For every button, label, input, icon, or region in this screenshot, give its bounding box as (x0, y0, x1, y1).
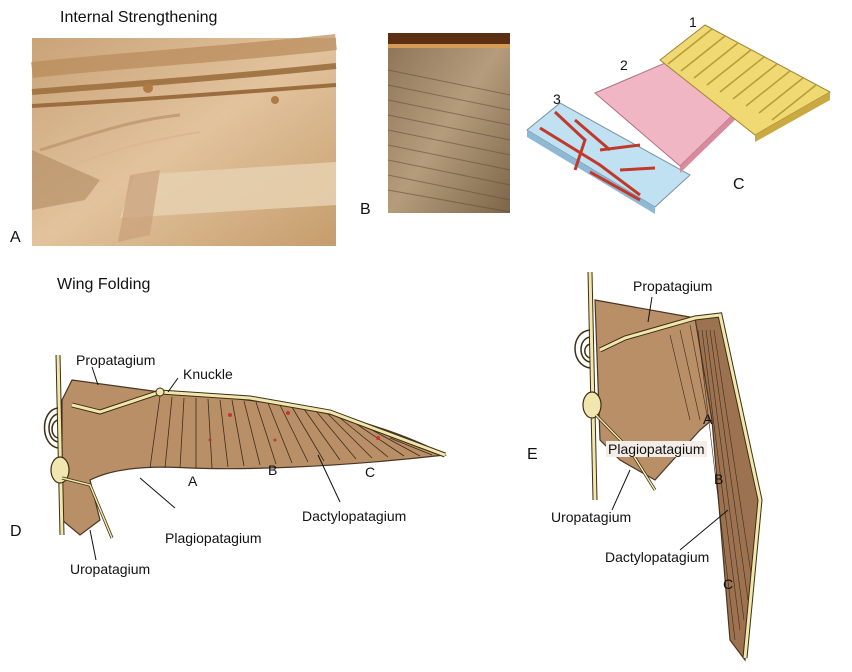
internal-strengthening-title: Internal Strengthening (60, 9, 218, 26)
wing-e-point-c: C (723, 576, 734, 592)
wing-d-point-b: B (268, 462, 278, 478)
layer-label-2: 2 (620, 57, 628, 73)
panel-label-a: A (10, 229, 21, 246)
wing-d-uropatagium-label: Uropatagium (70, 561, 151, 577)
wing-e-point-b: B (714, 471, 724, 487)
wing-e-plagiopatagium-label: Plagiopatagium (606, 441, 707, 457)
wing-e-point-a: A (703, 411, 713, 427)
wing-d-knuckle-label: Knuckle (183, 366, 233, 382)
layer-label-1: 1 (689, 14, 697, 30)
wing-d-point-c: C (365, 464, 376, 480)
panel-label-c: C (733, 176, 745, 193)
wing-d-propatagium-label: Propatagium (76, 352, 156, 368)
panel-label-e: E (527, 446, 538, 463)
wing-d-point-a: A (188, 473, 198, 489)
wing-e-propatagium-label: Propatagium (633, 278, 713, 294)
panel-label-b: B (360, 201, 371, 218)
wing-d-plagiopatagium-label: Plagiopatagium (165, 530, 262, 546)
layer-label-3: 3 (553, 91, 561, 107)
panel-label-d: D (10, 523, 22, 540)
wing-d-dactylopatagium-label: Dactylopatagium (302, 508, 407, 524)
wing-folding-title: Wing Folding (57, 276, 151, 293)
wing-e-dactylopatagium-label: Dactylopatagium (605, 549, 710, 565)
wing-e-uropatagium-label: Uropatagium (551, 509, 632, 525)
